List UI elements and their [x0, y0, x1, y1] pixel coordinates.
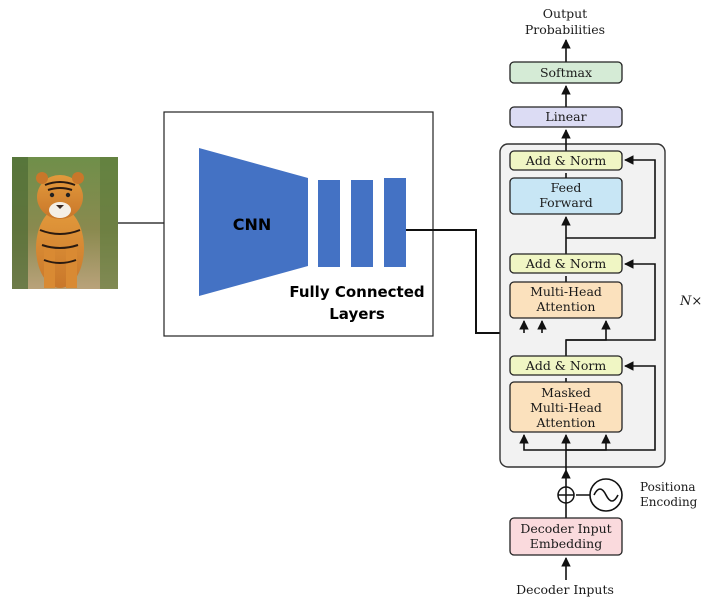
fc-layer-3: [384, 178, 406, 267]
add-norm-2-label: Add & Norm: [525, 256, 607, 271]
positional-encoding-line2: Encoding: [640, 495, 698, 509]
cnn-encoder-box: CNN Fully Connected Layers: [163, 111, 434, 337]
add-norm-1: [509, 355, 623, 376]
cnn-label: CNN: [233, 215, 272, 234]
embedding-line2: Embedding: [530, 536, 602, 551]
fc-layer-2: [351, 180, 373, 267]
sine-wave-icon: [589, 478, 623, 512]
decoder-inputs-label: Decoder Inputs: [516, 582, 614, 597]
add-norm-3: [509, 150, 623, 171]
softmax-label: Softmax: [540, 65, 592, 80]
decoder-embedding-block: [509, 517, 623, 556]
multi-head-attention-block: [509, 281, 623, 319]
linear-block: [509, 106, 623, 128]
softmax-block: [509, 61, 623, 84]
masked-line2: Multi-Head: [530, 400, 602, 415]
positional-encoding-line1: Positiona: [640, 480, 696, 494]
feed-forward-line1: Feed: [551, 180, 582, 195]
embedding-line1: Decoder Input: [520, 521, 611, 536]
add-norm-1-label: Add & Norm: [525, 358, 607, 373]
fc-label-line1: Fully Connected: [289, 283, 424, 301]
fc-label-line2: Layers: [329, 305, 385, 323]
masked-line3: Attention: [536, 415, 596, 430]
mha-line2: Attention: [536, 299, 596, 314]
output-label-line1: Output: [543, 6, 587, 21]
masked-attention-block: [509, 381, 623, 433]
repeat-label: N×: [679, 294, 702, 309]
mha-line1: Multi-Head: [530, 284, 602, 299]
feed-forward-line2: Forward: [539, 195, 593, 210]
linear-label: Linear: [545, 109, 586, 124]
output-label-line2: Probabilities: [525, 22, 605, 37]
masked-line1: Masked: [541, 385, 591, 400]
cnn-trapezoid: [199, 148, 308, 296]
fc-layer-1: [318, 180, 340, 267]
add-norm-2: [509, 253, 623, 274]
add-norm-3-label: Add & Norm: [525, 153, 607, 168]
tiger-photo: [12, 157, 118, 289]
add-operator-icon: [557, 486, 575, 504]
